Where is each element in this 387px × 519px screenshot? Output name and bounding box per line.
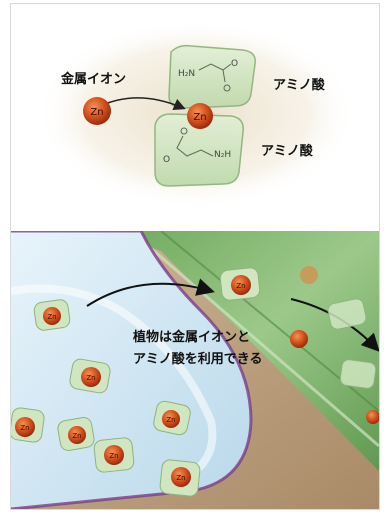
complex-8: Zn — [159, 459, 200, 497]
metal-ion-label: 金属イオン — [61, 68, 126, 87]
zinc-ion-bound-label: Zn — [193, 112, 206, 123]
complex-4: Zn — [11, 407, 45, 443]
complex-7-label: Zn — [109, 452, 118, 460]
amino-acid-label-lower: アミノ酸 — [261, 140, 313, 159]
amino-acid-label-upper: アミノ酸 — [273, 74, 325, 93]
complex-3-label: Zn — [236, 282, 245, 290]
complex-1: Zn — [33, 299, 71, 331]
group-right-lower: N₂H — [214, 150, 231, 160]
caption-line-1: 植物は金属イオンと — [133, 327, 303, 349]
caption-line-2: アミノ酸を利用できる — [133, 349, 303, 371]
bottom-panel: Zn Zn Zn Zn Zn — [11, 231, 379, 509]
complex-8-label: Zn — [176, 474, 185, 482]
top-panel: H₂N O O N₂H Zn Zn 金属イオン アミノ酸 アミノ酸 — [11, 4, 379, 229]
complex-1-label: Zn — [47, 313, 56, 321]
complex-5: Zn — [57, 416, 96, 451]
complex-6-label: Zn — [166, 416, 175, 424]
zinc-ion-faded — [300, 266, 318, 284]
group-left-upper: H₂N — [178, 69, 195, 79]
complex-5-label: Zn — [72, 432, 81, 440]
figure-frame: H₂N O O N₂H Zn Zn 金属イオン アミノ酸 アミノ酸 — [10, 3, 380, 510]
amino-acid-loose-2 — [339, 359, 376, 389]
complex-2: Zn — [69, 358, 112, 394]
zinc-ion-free-label: Zn — [90, 107, 103, 118]
caption: 植物は金属イオンと アミノ酸を利用できる — [133, 327, 303, 371]
complex-2-label: Zn — [86, 374, 95, 382]
complex-4-label: Zn — [20, 424, 29, 432]
complex-3: Zn — [220, 267, 261, 301]
top-illustration: H₂N O O N₂H Zn Zn — [11, 4, 379, 229]
complex-7: Zn — [93, 437, 134, 473]
group-left-lower: O — [163, 155, 170, 165]
group-right-upper: O — [231, 59, 238, 69]
